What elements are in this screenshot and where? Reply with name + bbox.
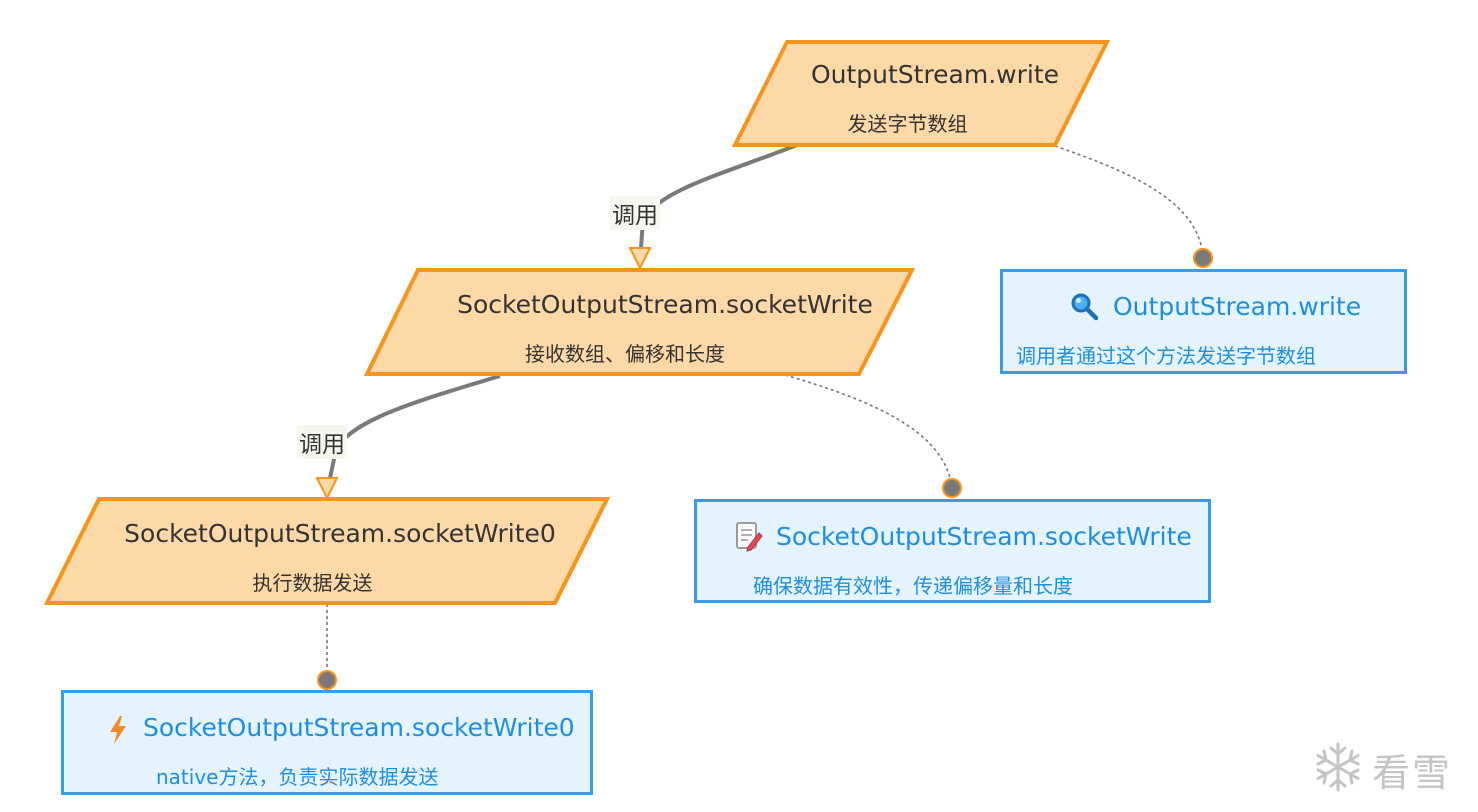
note-socket-write: SocketOutputStream.socketWrite 确保数据有效性，传… bbox=[694, 499, 1211, 603]
memo-pencil-icon bbox=[736, 522, 763, 552]
note-connector-1 bbox=[1054, 145, 1204, 259]
node-socket-write-shape bbox=[363, 268, 916, 376]
lightning-icon bbox=[110, 716, 126, 744]
note-socket-write0-title: SocketOutputStream.socketWrite0 bbox=[143, 713, 575, 742]
note-socket-write-title: SocketOutputStream.socketWrite bbox=[776, 522, 1192, 551]
edge-call-1-arrow bbox=[628, 247, 652, 271]
edge-call-1-label: 调用 bbox=[610, 196, 660, 230]
note-output-stream-write-title: OutputStream.write bbox=[1113, 292, 1362, 321]
magnifier-icon bbox=[1071, 293, 1099, 321]
note-socket-write-text: 确保数据有效性，传递偏移量和长度 bbox=[753, 574, 1073, 598]
note-connector-2 bbox=[784, 374, 953, 489]
node-socket-write-subtitle: 接收数组、偏移和长度 bbox=[525, 342, 725, 366]
node-socket-write0-title: SocketOutputStream.socketWrite0 bbox=[124, 519, 556, 548]
node-socket-write0-subtitle: 执行数据发送 bbox=[252, 571, 373, 595]
node-socket-write-title: SocketOutputStream.socketWrite bbox=[457, 290, 873, 319]
node-output-stream-write-shape bbox=[731, 40, 1111, 147]
note-output-stream-write: OutputStream.write 调用者通过这个方法发送字节数组 bbox=[1000, 269, 1407, 374]
watermark-text: 看雪 bbox=[1372, 751, 1453, 795]
note-socket-write0-text: native方法，负责实际数据发送 bbox=[156, 765, 439, 789]
note-connector-1-dot bbox=[1193, 248, 1213, 268]
snowflake-icon bbox=[1316, 742, 1360, 792]
note-connector-2-dot bbox=[942, 478, 962, 498]
node-output-stream-write-title: OutputStream.write bbox=[810, 60, 1060, 89]
node-socket-write0-shape bbox=[43, 497, 611, 605]
edge-call-1 bbox=[638, 143, 798, 263]
edge-call-2-label: 调用 bbox=[297, 425, 347, 459]
note-output-stream-write-text: 调用者通过这个方法发送字节数组 bbox=[1016, 344, 1316, 368]
node-output-stream-write-subtitle: 发送字节数组 bbox=[847, 112, 968, 136]
edge-call-2-arrow bbox=[315, 477, 339, 501]
note-socket-write0: SocketOutputStream.socketWrite0 native方法… bbox=[61, 690, 593, 795]
edge-call-2 bbox=[325, 374, 501, 493]
note-connector-3-dot bbox=[317, 670, 337, 690]
